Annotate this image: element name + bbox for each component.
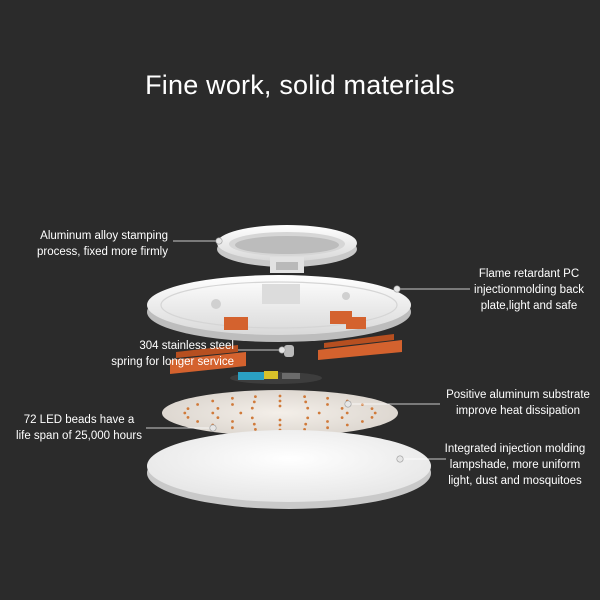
led-bead — [304, 422, 308, 426]
led-bead — [216, 416, 220, 419]
led-bead — [326, 426, 329, 430]
led-bead — [250, 416, 254, 420]
led-bead — [186, 416, 190, 419]
led-bead — [306, 406, 310, 410]
led-bead — [239, 411, 243, 415]
dot-frame — [215, 237, 223, 245]
led-bead — [211, 411, 215, 415]
dot-lampshade — [396, 455, 404, 463]
led-bead — [252, 400, 256, 404]
led-bead — [373, 411, 377, 415]
led-bead — [196, 403, 200, 406]
lampshade — [147, 430, 431, 509]
led-bead — [340, 416, 344, 419]
led-bead — [370, 407, 374, 410]
led-bead — [231, 396, 234, 400]
callout-lampshade: Integrated injection molding lampshade, … — [444, 443, 586, 487]
led-bead — [361, 420, 364, 423]
led-bead — [278, 404, 282, 408]
led-bead — [254, 395, 257, 398]
led-bead — [345, 411, 349, 415]
led-bead — [345, 423, 349, 427]
callout-spring: 304 stainless steel spring for longer se… — [111, 340, 234, 368]
callout-led-beads: 72 LED beads have a life span of 25,000 … — [16, 414, 142, 442]
led-beads — [183, 394, 377, 432]
led-bead — [216, 407, 220, 410]
led-bead — [278, 418, 282, 422]
dot-backplate — [393, 285, 401, 293]
led-bead — [278, 423, 282, 427]
led-bead — [278, 399, 282, 403]
callout-back-plate: Flame retardant PC injectionmolding back… — [474, 268, 584, 312]
callout-substrate: Positive aluminum substrate improve heat… — [446, 389, 590, 417]
led-bead — [303, 428, 306, 431]
led-bead — [317, 411, 321, 415]
led-bead — [211, 399, 215, 403]
led-bead — [326, 420, 329, 423]
dot-leds — [209, 424, 217, 432]
led-bead — [306, 416, 310, 420]
aluminum-frame-ring — [217, 225, 357, 273]
led-bead — [231, 426, 234, 430]
led-bead — [183, 411, 187, 415]
led-bead — [196, 420, 200, 423]
led-bead — [370, 416, 374, 419]
led-bead — [304, 400, 308, 404]
driver-board — [230, 371, 322, 384]
spring-assembly — [170, 334, 402, 374]
led-substrate — [162, 390, 398, 436]
page-title: Fine work, solid materials — [145, 70, 455, 100]
led-bead — [278, 394, 282, 398]
led-bead — [361, 403, 364, 406]
led-bead — [231, 420, 234, 423]
led-bead — [326, 396, 329, 400]
led-bead — [254, 428, 257, 431]
led-bead — [250, 406, 254, 410]
led-bead — [340, 407, 344, 410]
led-bead — [231, 403, 234, 406]
dot-spring — [278, 346, 286, 354]
back-plate — [147, 275, 411, 342]
dot-substrate — [344, 400, 352, 408]
led-bead — [303, 395, 306, 398]
callout-aluminum-frame: Aluminum alloy stamping process, fixed m… — [36, 230, 168, 258]
led-bead — [326, 403, 329, 406]
led-bead — [186, 407, 190, 410]
led-bead — [252, 422, 256, 426]
